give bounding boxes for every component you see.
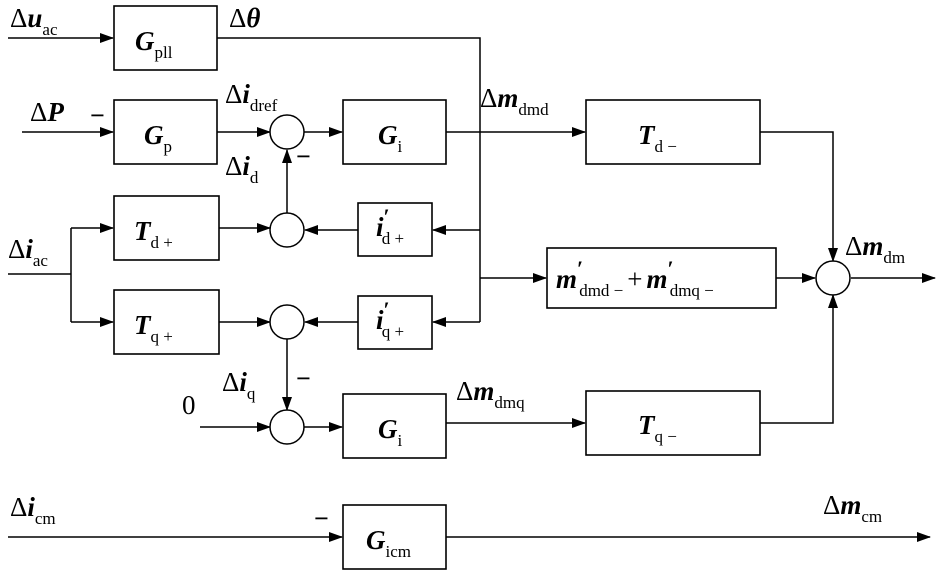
label-i-d-plus-prime: i′d + [376,204,404,248]
block-G-i-q [342,393,447,459]
signal-delta-m-cm: Δmcm [823,490,882,526]
block-G-i-d [342,99,447,165]
label-T-d-minus: Td − [638,120,677,156]
label-T-q-minus: Tq − [638,410,677,446]
block-G-pll [113,5,218,71]
block-T-d-plus [113,195,220,261]
label-G-icm: Gicm [366,525,411,561]
minus-sign-i-q: − [296,364,311,393]
label-G-p: Gp [144,120,172,156]
signal-zero: 0 [182,390,196,420]
sum-junction-1 [269,114,305,150]
label-T-q-plus: Tq + [134,310,173,346]
signal-delta-m-dmd: Δmdmd [480,83,549,119]
block-T-q-plus [113,289,220,355]
minus-sign-i-d: − [296,142,311,171]
signal-delta-i-dref: Δidref [225,79,278,115]
sum-junction-4 [269,409,305,445]
signal-delta-i-ac: Δiac [8,234,48,270]
signal-delta-i-cm: Δicm [10,492,56,528]
wire-Tdminus-to-sumfinal [760,131,838,262]
sum-junction-final [815,260,851,296]
signal-delta-m-dm: Δmdm [845,231,905,267]
sum-junction-2 [269,212,305,248]
signal-delta-u-ac: Δuac [10,3,58,39]
signal-delta-m-dmq: Δmdmq [456,376,525,412]
signal-delta-P: ΔP [30,97,64,127]
block-G-p [113,99,218,165]
label-T-d-plus: Td + [134,216,173,252]
block-m-sum [546,247,777,309]
minus-sign-P: − [90,101,105,130]
sum-junction-3 [269,304,305,340]
label-G-i-q: Gi [378,414,403,450]
minus-sign-i-cm: − [314,504,329,533]
block-T-q-minus [585,390,761,456]
block-i-d-plus-prime [357,202,433,257]
label-G-pll: Gpll [135,26,173,62]
wire-Tqminus-to-sumfinal [760,294,838,424]
label-i-q-plus-prime: i′q + [376,297,404,341]
block-G-icm [342,504,447,570]
signal-delta-i-d: Δid [225,151,259,187]
block-T-d-minus [585,99,761,165]
signal-delta-theta: Δθ [229,3,260,33]
wire-theta-bus [217,37,481,322]
label-G-i-d: Gi [378,120,403,156]
block-i-q-plus-prime [357,295,433,350]
label-m-sum: m′dmd −+m′dmq − [556,256,714,300]
signal-delta-i-q: Δiq [222,367,256,403]
